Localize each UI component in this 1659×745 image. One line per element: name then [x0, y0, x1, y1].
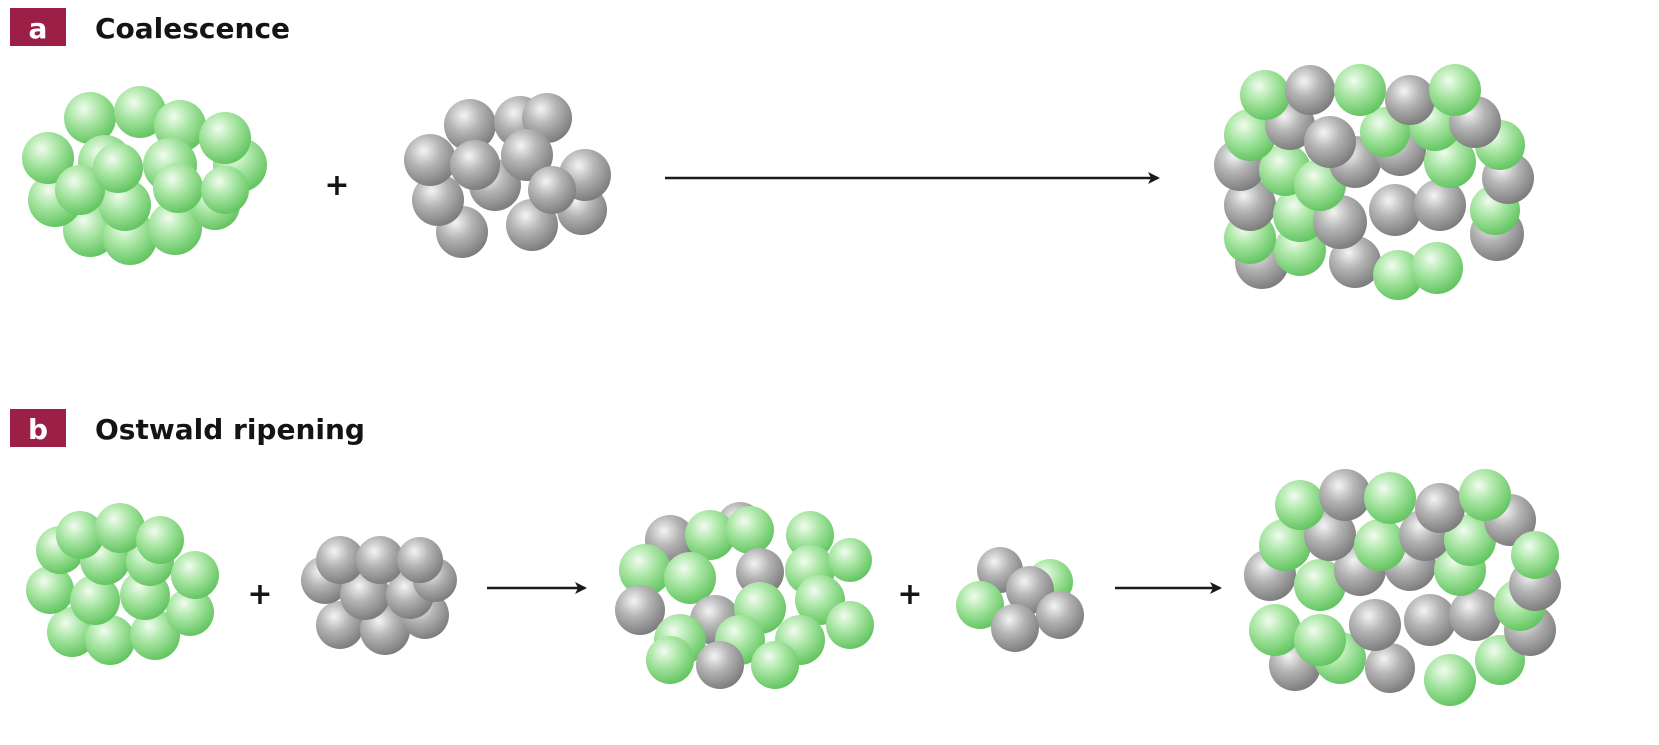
final-cluster: [1244, 469, 1561, 706]
green-atom: [1411, 242, 1463, 294]
green-atom: [22, 132, 74, 184]
grey-atom: [736, 548, 784, 596]
green-atom: [85, 615, 135, 665]
grey-atom: [1414, 179, 1466, 231]
green-cluster: [26, 503, 219, 665]
green-atom: [93, 143, 143, 193]
small-mixed-cluster: [956, 547, 1084, 652]
green-atom: [70, 575, 120, 625]
ripened-cluster: [615, 502, 874, 689]
grey-atom: [1365, 643, 1415, 693]
green-atom: [619, 544, 671, 596]
grey-atom: [1415, 483, 1465, 533]
grey-atom: [356, 536, 404, 584]
coalesced-cluster: [1214, 64, 1534, 300]
green-atom: [1224, 109, 1276, 161]
green-atom: [95, 503, 145, 553]
grey-atom: [501, 129, 553, 181]
green-atom: [148, 201, 202, 255]
grey-atom: [1385, 75, 1435, 125]
grey-atom: [450, 140, 500, 190]
plus-sign: +: [247, 577, 272, 612]
grey-atom: [991, 604, 1039, 652]
green-atom: [646, 636, 694, 684]
panel-a-badge: [10, 8, 66, 46]
green-atom: [828, 538, 872, 582]
grey-atom: [1404, 594, 1456, 646]
grey-atom: [1449, 589, 1501, 641]
grey-atom: [1349, 599, 1401, 651]
green-atom: [201, 166, 249, 214]
green-atom: [1354, 519, 1406, 571]
green-atom: [1275, 480, 1325, 530]
plus-sign: +: [897, 577, 922, 612]
panel-b-row: + +: [26, 469, 1561, 706]
grey-atom: [528, 166, 576, 214]
green-atom: [826, 601, 874, 649]
green-atom: [1373, 250, 1423, 300]
grey-atom: [1319, 469, 1371, 521]
green-atom: [1444, 514, 1496, 566]
grey-atom: [1329, 236, 1381, 288]
green-atom: [153, 163, 203, 213]
green-atom: [26, 566, 74, 614]
grey-cluster: [404, 93, 611, 258]
green-atom: [1511, 531, 1559, 579]
panel-a-header: a Coalescence: [10, 8, 290, 46]
green-atom: [664, 552, 716, 604]
grey-atom: [1285, 65, 1335, 115]
panel-b-badge: [10, 409, 66, 447]
green-atom: [1249, 604, 1301, 656]
green-atom: [56, 511, 104, 559]
panel-b-title: Ostwald ripening: [95, 413, 365, 446]
plus-sign: +: [324, 168, 349, 203]
green-atom: [166, 588, 214, 636]
panel-b-header: b Ostwald ripening: [10, 409, 365, 447]
green-atom: [130, 610, 180, 660]
grey-atom: [412, 174, 464, 226]
green-atom: [199, 112, 251, 164]
panel-b-letter: b: [28, 413, 48, 446]
green-atom: [1294, 614, 1346, 666]
green-atom: [1364, 472, 1416, 524]
green-atom: [64, 92, 116, 144]
green-atom: [751, 641, 799, 689]
green-atom: [171, 551, 219, 599]
green-atom: [786, 511, 834, 559]
green-cluster: [22, 86, 267, 265]
green-atom: [1334, 64, 1386, 116]
green-atom: [1459, 469, 1511, 521]
green-atom: [1429, 64, 1481, 116]
green-atom: [1259, 519, 1311, 571]
green-atom: [136, 516, 184, 564]
grey-cluster: [301, 536, 457, 655]
green-atom: [1294, 559, 1346, 611]
panel-a-title: Coalescence: [95, 12, 290, 45]
green-atom: [1240, 70, 1290, 120]
grey-atom: [1369, 184, 1421, 236]
grey-atom: [615, 585, 665, 635]
grey-atom: [1036, 591, 1084, 639]
green-atom: [685, 510, 735, 560]
green-atom: [1424, 654, 1476, 706]
grey-atom: [404, 134, 456, 186]
grey-atom: [316, 536, 364, 584]
grey-atom: [444, 99, 496, 151]
grey-atom: [1304, 116, 1356, 168]
panel-a-row: +: [22, 64, 1534, 300]
grey-atom: [397, 537, 443, 583]
grey-atom: [696, 641, 744, 689]
green-atom: [956, 581, 1004, 629]
green-atom: [55, 165, 105, 215]
panel-a-letter: a: [29, 12, 48, 45]
grey-atom: [1224, 179, 1276, 231]
green-atom: [114, 86, 166, 138]
green-atom: [726, 506, 774, 554]
